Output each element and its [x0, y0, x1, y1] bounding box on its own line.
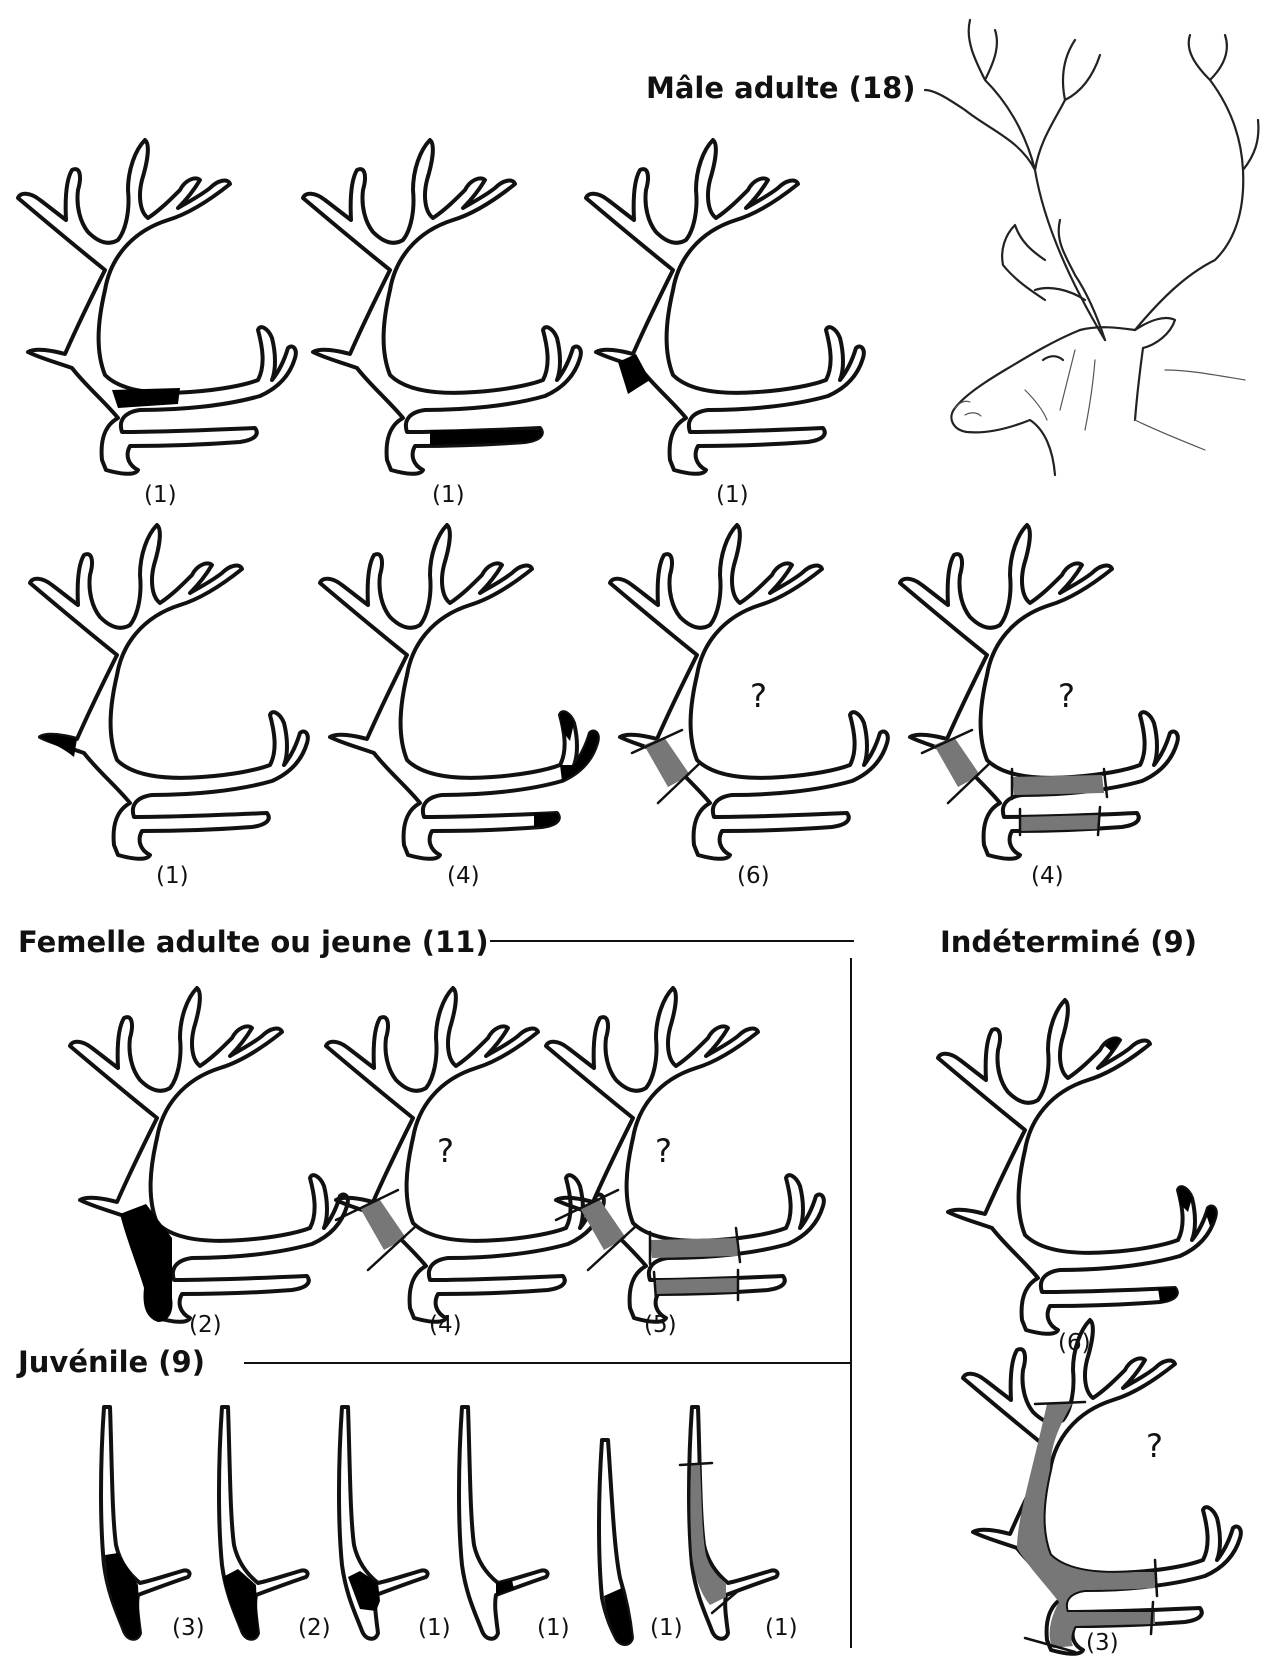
juvenile-antler-drawing	[92, 1405, 202, 1645]
specimen-count: (2)	[189, 1314, 222, 1337]
unknown-extent-mark: ?	[1058, 680, 1075, 712]
juvenile-antler-drawing	[330, 1405, 440, 1645]
antler-drawing	[930, 1000, 1220, 1345]
unknown-extent-mark: ?	[1146, 1430, 1163, 1462]
specimen-count: (1)	[765, 1617, 798, 1640]
specimen-count: (3)	[1086, 1632, 1119, 1655]
antler-drawing	[892, 525, 1182, 870]
antler-drawing	[955, 1320, 1245, 1665]
reindeer-head-drawing	[925, 10, 1260, 500]
specimen-count: (4)	[429, 1314, 462, 1337]
specimen-count: (2)	[298, 1617, 331, 1640]
specimen-count: (1)	[650, 1617, 683, 1640]
juvenile-section-title: Juvénile (9)	[18, 1348, 205, 1377]
unknown-extent-mark: ?	[437, 1135, 454, 1167]
female-section-rule	[490, 940, 854, 942]
antler-drawing	[538, 988, 828, 1333]
antler-drawing	[312, 525, 602, 870]
antler-drawing	[602, 525, 892, 870]
antler-drawing	[578, 140, 868, 485]
indeterminate-section-title: Indéterminé (9)	[940, 928, 1197, 957]
specimen-count: (1)	[418, 1617, 451, 1640]
specimen-count: (3)	[172, 1617, 205, 1640]
unknown-extent-mark: ?	[750, 680, 767, 712]
specimen-count: (1)	[716, 484, 749, 507]
juvenile-antler-drawing	[210, 1405, 320, 1645]
juvenile-section-rule	[244, 1362, 850, 1364]
specimen-count: (1)	[432, 484, 465, 507]
antler-drawing	[295, 140, 585, 485]
specimen-count: (1)	[156, 865, 189, 888]
specimen-count: (6)	[737, 865, 770, 888]
antler-drawing	[10, 140, 300, 485]
unknown-extent-mark: ?	[655, 1135, 672, 1167]
antler-drawing	[62, 988, 352, 1333]
specimen-count: (1)	[144, 484, 177, 507]
antler-drawing	[22, 525, 312, 870]
specimen-count: (4)	[1031, 865, 1064, 888]
section-divider	[850, 958, 852, 1648]
male-section-title: Mâle adulte (18)	[646, 74, 916, 103]
juvenile-antler-drawing	[680, 1405, 790, 1645]
specimen-count: (1)	[537, 1617, 570, 1640]
juvenile-antler-drawing	[450, 1405, 560, 1645]
specimen-count: (4)	[447, 865, 480, 888]
specimen-count: (5)	[644, 1314, 677, 1337]
female-section-title: Femelle adulte ou jeune (11)	[18, 928, 489, 957]
